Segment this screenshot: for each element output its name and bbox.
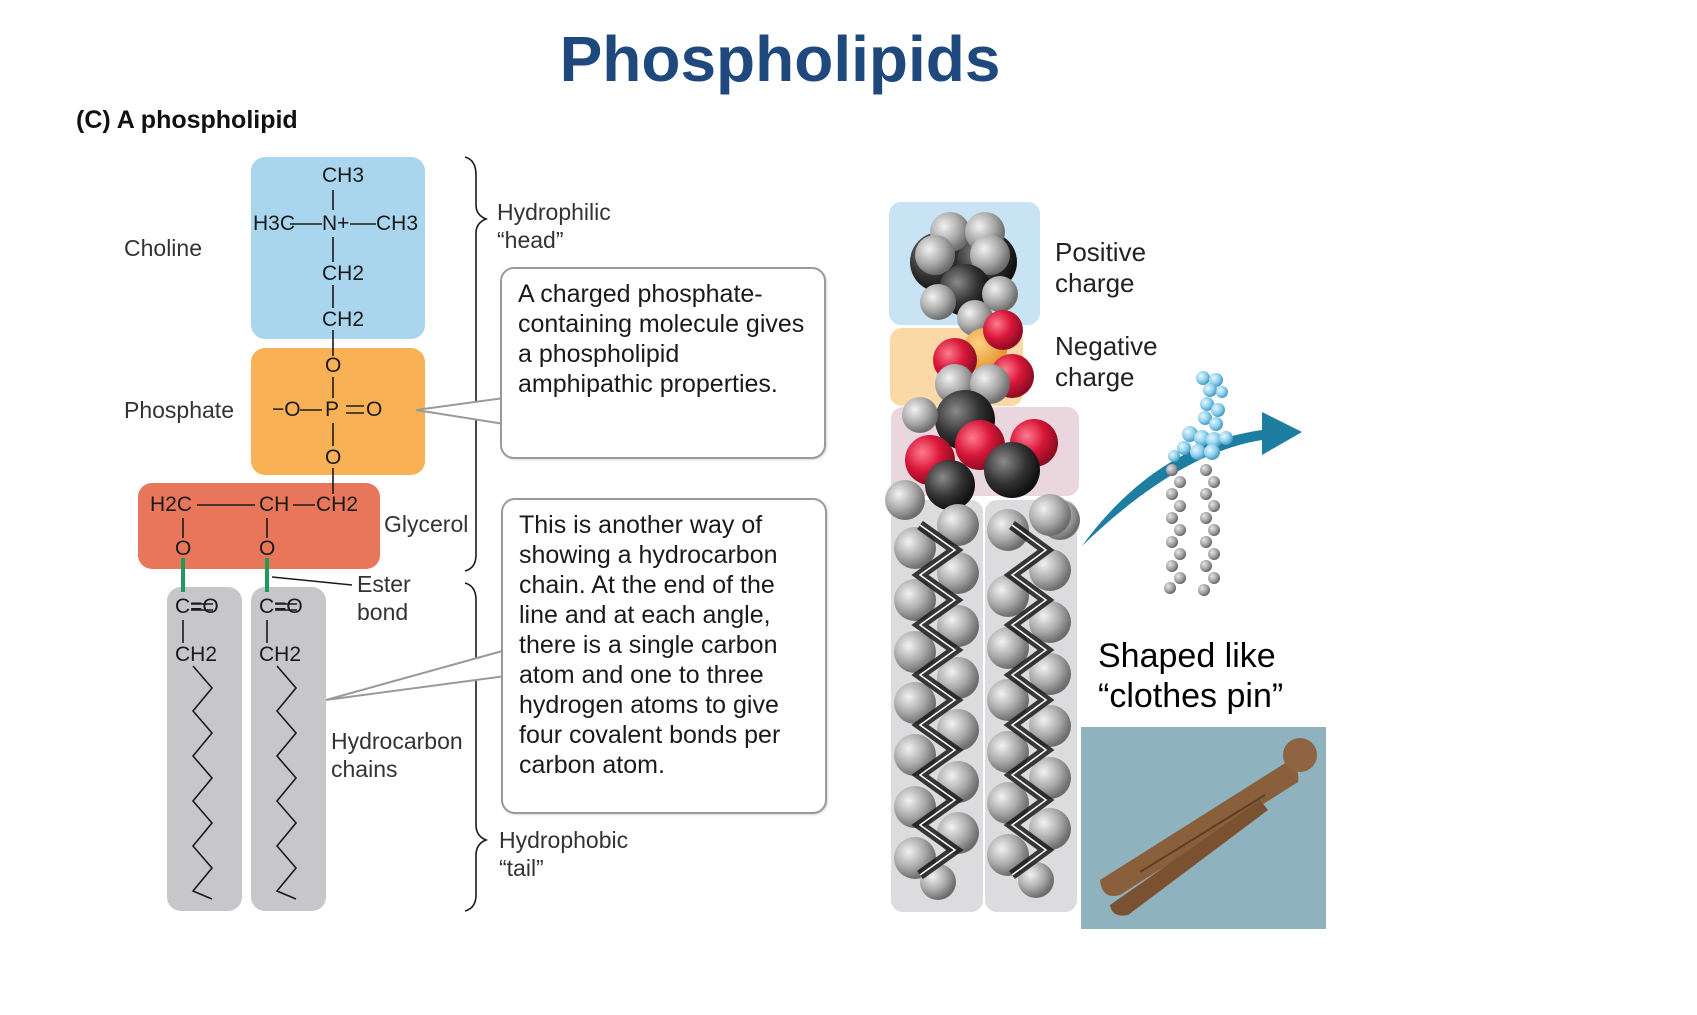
choline-atoms-model [910,212,1018,336]
atom-ch3-top: CH3 [322,164,365,187]
label-hydrophilic-head: Hydrophilic “head” [497,199,611,253]
atom-o-mid: O [259,537,276,560]
atom-o-minus: −O [272,398,301,421]
choline-box [251,157,425,339]
slide-title: Phospholipids [559,23,1001,95]
label-glycerol: Glycerol [384,511,469,537]
mini-phospholipid-icon [1164,371,1233,596]
atom-ch2-b: CH2 [322,308,365,331]
atom-ch: CH [259,493,290,516]
callout-phosphate-note: A charged phosphate-containing molecule … [500,267,826,459]
chain-box-1 [167,587,242,911]
phosphate-atoms-model [933,310,1034,404]
label-ester-bond: Ester bond [357,571,411,625]
atom-h2c: H2C [150,493,193,516]
atom-o-double: O [366,398,383,421]
hydrophobic-brace [464,582,489,912]
atom-ch2-a: CH2 [322,262,365,285]
chain-box-2 [251,587,326,911]
hydrocarbon-zigzag-1 [191,665,214,900]
atom-h3c: H3C [253,212,296,235]
fatty-acid-tail-model-1 [894,504,979,900]
atom-o-bottom: O [325,446,342,469]
atom-ch3-right: CH3 [376,212,419,235]
hydrocarbon-zigzag-2 [275,665,298,900]
phosphate-box [251,348,425,475]
atom-carbonyl-2: C=O [259,595,303,618]
atom-o-top: O [325,354,342,377]
atom-n-plus: N+ [322,212,350,235]
glycerol-atoms-model [885,390,1080,540]
label-hydrophobic-tail: Hydrophobic “tail” [499,827,629,881]
label-choline: Choline [124,235,202,261]
label-hydrocarbon-chains: Hydrocarbon chains [331,728,463,782]
clothespin-photo [1100,738,1317,916]
clothespin-analogy-text: Shaped like “clothes pin” [1098,637,1284,715]
atom-o-left: O [175,537,192,560]
fatty-acid-tail-model-2 [987,494,1071,898]
label-phosphate: Phosphate [124,397,234,423]
hydrophilic-brace [464,156,489,572]
atom-ch2-glycerol: CH2 [316,493,359,516]
atom-ch2-chain-1: CH2 [175,643,218,666]
callout-chain-note: This is another way of showing a hydroca… [501,498,827,814]
label-negative-charge: Negative charge [1055,331,1158,392]
atom-carbonyl-1: C=O [175,595,219,618]
label-positive-charge: Positive charge [1055,237,1147,298]
atom-ch2-chain-2: CH2 [259,643,302,666]
atom-p: P [325,398,340,421]
panel-label: (C) A phospholipid [76,106,298,134]
arrow-icon [1082,412,1302,546]
